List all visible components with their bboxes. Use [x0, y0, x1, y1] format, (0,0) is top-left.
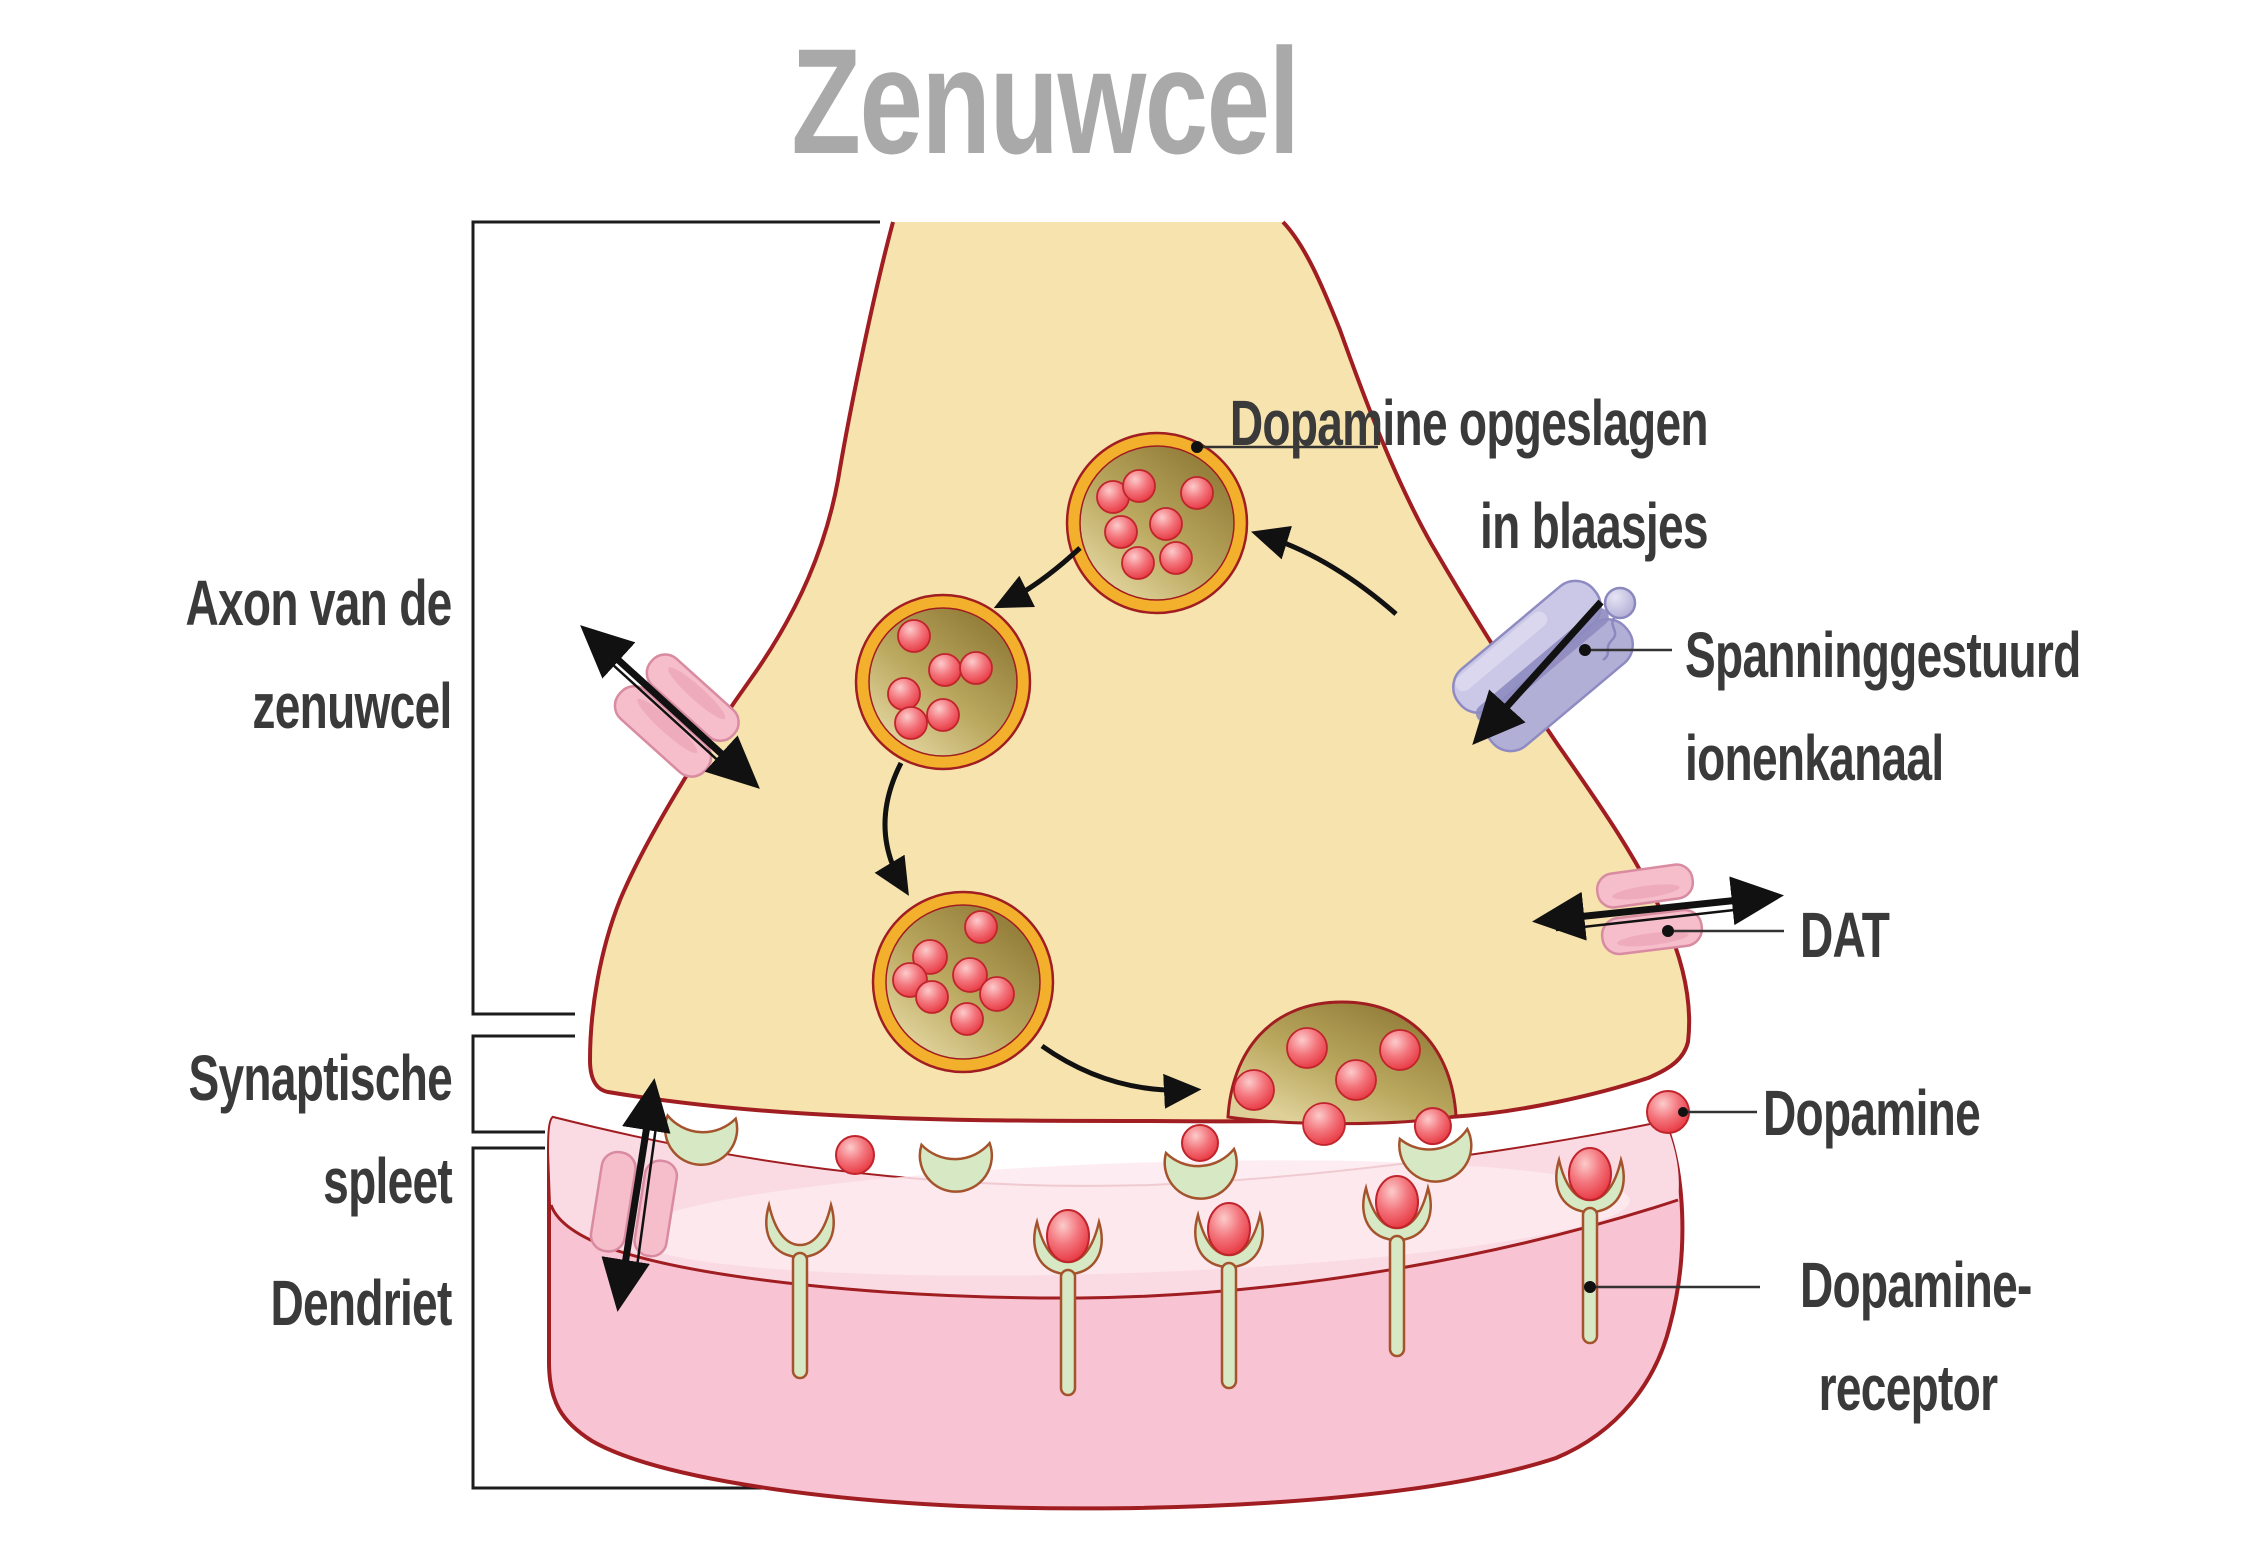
receptor-with-dopamine — [1163, 1124, 1238, 1200]
axon-label: Axon van de zenuwcel — [185, 552, 453, 758]
dat-double-arrow — [1531, 876, 1785, 941]
dopamine-molecule — [950, 1002, 984, 1036]
dopamine-receptor-bound — [1033, 1209, 1103, 1397]
ion-channel — [1452, 579, 1637, 753]
synaptic-cleft-bracket — [471, 1034, 575, 1134]
dopamine-molecule — [928, 653, 962, 687]
dopamine-molecule — [915, 980, 949, 1014]
synaptic-cleft-label-line2: spleet — [323, 1145, 453, 1217]
axon-label-line2: zenuwcel — [252, 670, 453, 742]
dopamine-molecule — [1375, 1175, 1419, 1229]
dendrite-shape — [547, 1115, 1685, 1511]
membrane-transporter-left — [580, 625, 760, 789]
dopamine-molecule — [952, 957, 988, 993]
vesicle-storage-label-line1: Dopamine opgeslagen — [1230, 387, 1709, 459]
ion-channel-label-line1: Spanninggestuurd — [1685, 619, 2081, 691]
dopamine-receptor-bound — [1362, 1175, 1432, 1358]
ion-channel-label-line2: ionenkanaal — [1685, 722, 1944, 794]
dopamine-molecule — [1181, 1124, 1219, 1162]
axon-label-line1: Axon van de — [185, 567, 453, 639]
balloon-icon — [1603, 586, 1637, 620]
dopamine-molecule — [964, 910, 998, 944]
dopamine-receptor-labeled — [1555, 1147, 1625, 1345]
synaptic-cleft-label-line1: Synaptische — [188, 1042, 452, 1114]
dopamine-molecule — [1159, 541, 1193, 575]
dopamine-receptor-label-line1: Dopamine- — [1800, 1249, 2032, 1321]
dopamine-label: Dopamine — [1763, 1077, 1981, 1149]
dopamine-molecule-free — [835, 1135, 875, 1175]
dopamine-receptor-bound — [1194, 1202, 1264, 1390]
dopamine-receptor-label: Dopamine- receptor — [1800, 1234, 2032, 1440]
receptor-with-dopamine — [1398, 1107, 1473, 1183]
dopamine-molecule — [1413, 1107, 1452, 1146]
dopamine-molecule — [1121, 546, 1155, 580]
dat-label: DAT — [1800, 899, 1890, 971]
dopamine-receptor-empty — [765, 1200, 835, 1380]
synaptic-vesicle-2 — [854, 593, 1032, 771]
dopamine-molecule — [1286, 1027, 1328, 1069]
dopamine-receptor-label-line2: receptor — [1818, 1352, 1998, 1424]
dopamine-molecule — [887, 677, 921, 711]
dopamine-molecule — [1233, 1069, 1275, 1111]
dendrite-double-arrow — [601, 1078, 671, 1312]
ion-channel-label: Spanninggestuurd ionenkanaal — [1685, 604, 2081, 810]
arrow-reuptake-to-vesicle1 — [1251, 525, 1398, 616]
dopamine-molecule — [897, 619, 931, 653]
arrow-vesicle1-to-vesicle2 — [993, 546, 1082, 609]
dendrite-transporter — [589, 1078, 679, 1312]
dopamine-molecule — [1180, 476, 1214, 510]
dendrite-label: Dendriet — [270, 1267, 453, 1339]
empty-receptor — [918, 1140, 994, 1193]
dopamine-molecule — [1046, 1209, 1090, 1263]
arrow-vesicle2-to-vesicle3 — [874, 761, 909, 896]
ion-flow-arrow — [1472, 599, 1604, 745]
dopamine-molecule — [1335, 1059, 1377, 1101]
dopamine-molecule — [959, 651, 993, 685]
dopamine-molecule — [1568, 1147, 1612, 1201]
axon-bracket — [471, 220, 880, 1016]
dopamine-molecule — [1104, 515, 1138, 549]
dopamine-molecule — [894, 706, 928, 740]
dopamine-molecule-released — [1302, 1102, 1346, 1146]
synaptic-vesicle-1 — [1065, 431, 1249, 615]
dopamine-molecule — [1379, 1029, 1421, 1071]
dat-transporter — [1531, 863, 1785, 956]
vesicle-storage-label: Dopamine opgeslagen in blaasjes — [1230, 372, 1709, 578]
vesicle-storage-label-line2: in blaasjes — [1480, 490, 1708, 562]
dopamine-molecule — [979, 976, 1015, 1012]
leader-lines — [1191, 441, 1784, 1293]
fusing-vesicle — [1226, 1000, 1458, 1146]
dopamine-molecule — [926, 698, 960, 732]
synaptic-cleft-label: Synaptische spleet — [188, 1027, 452, 1233]
dopamine-molecule — [912, 939, 948, 975]
synaptic-vesicle-3 — [871, 890, 1055, 1074]
dopamine-molecule — [1122, 469, 1156, 503]
page-title: Zenuwcel — [791, 17, 1300, 185]
dendrite-bracket — [471, 1146, 820, 1490]
dopamine-molecule — [1207, 1202, 1251, 1256]
transport-double-arrow — [580, 625, 760, 789]
dopamine-molecule — [1149, 507, 1183, 541]
arrow-vesicle3-to-fusion — [1040, 1043, 1202, 1109]
